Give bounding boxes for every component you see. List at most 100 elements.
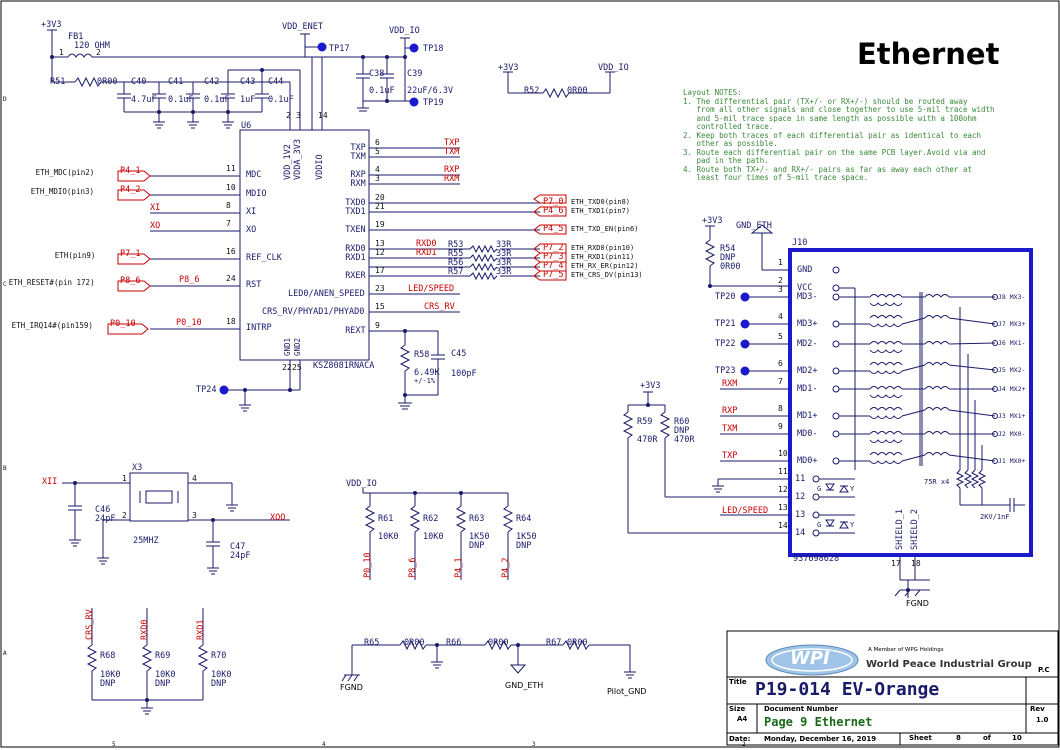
- c42-value: 0.1uF: [204, 95, 230, 105]
- c38-value: 0.1uF: [369, 86, 395, 96]
- u6-pin-name: TXM: [350, 152, 366, 162]
- u6-pin-num: 10: [226, 183, 236, 192]
- r58-value: 6.49K: [414, 368, 440, 378]
- j10-pin-num: 1: [778, 258, 783, 267]
- x3-pin4: 4: [192, 474, 197, 483]
- tp23-label: TP23: [715, 366, 736, 376]
- pullup-value: 10K0: [423, 532, 444, 542]
- offpage-port: P8_6: [120, 276, 141, 286]
- u6-pin-name: TXEN: [345, 225, 366, 235]
- u6-pin-name: VDD_1V2: [283, 144, 293, 180]
- u6-pin-name: XI: [246, 207, 257, 217]
- j10-net-rxm: RXM: [722, 379, 738, 389]
- u6-pin-num: 23: [375, 284, 385, 293]
- pulldown-net: RXD0: [140, 619, 150, 640]
- tb-size-label: Size: [729, 705, 746, 713]
- offpage-port: P7_4: [543, 261, 564, 271]
- r67-ref: R67: [546, 638, 562, 648]
- j10-pin-name: MD2+: [797, 366, 818, 376]
- tp22-label: TP22: [715, 339, 736, 349]
- r67-value: 0R00: [567, 638, 588, 648]
- j10-pin-name: 14: [795, 528, 806, 538]
- tb-pc: P.C: [1038, 666, 1050, 674]
- zone-marker: B: [3, 465, 7, 472]
- u6-pin-name: GND2: [293, 337, 302, 356]
- r52-value: 0R00: [567, 86, 588, 96]
- u6-pin-num: 5: [375, 147, 380, 156]
- r60-ref: R60: [674, 417, 690, 427]
- u6-pin-name: MDC: [246, 170, 262, 180]
- signal-desc: ETH_MDIO(pin3): [30, 187, 95, 196]
- rail-vdd-io-r52-label: VDD_IO: [598, 63, 629, 73]
- u6-pin-name: RXER: [345, 271, 366, 281]
- r54-value: 0R00: [720, 262, 741, 272]
- u6-ref: U6: [241, 121, 252, 131]
- j10-pin-num: 4: [778, 312, 783, 321]
- u6-pin-num: 8: [226, 201, 231, 210]
- xo-net: XOO: [270, 513, 286, 523]
- x3-pin3: 3: [192, 511, 197, 520]
- j10-pin-num: 8: [778, 404, 783, 413]
- signal-desc: ETH_IRQ14#(pin159): [11, 321, 93, 330]
- pulldown-value: 10K0: [100, 670, 121, 680]
- u6-pin-name: VDDA_3V3: [293, 139, 303, 180]
- pullup-net: P4_1: [454, 557, 464, 578]
- wpi-logo: WPI: [790, 648, 830, 669]
- j10-pin-name: MD1-: [797, 384, 818, 394]
- u6-pin-num: 15: [375, 302, 385, 311]
- series-res-value: 33R: [496, 249, 512, 259]
- j10-net-led: LED/SPEED: [722, 506, 769, 516]
- pullup-ref: R64: [516, 514, 532, 524]
- j10-pin-num: 7: [778, 377, 783, 386]
- pilot-gnd-label: Pilot_GND: [607, 687, 647, 696]
- u6-pin-name: TXP: [350, 143, 366, 153]
- j10-right-label: J2 MX0-: [998, 430, 1026, 438]
- offpage-port: P4_6: [543, 206, 564, 216]
- c41-value: 0.1uF: [168, 95, 194, 105]
- u6-pin-num: 17: [375, 266, 385, 275]
- j10-pin-name: MD2-: [797, 339, 818, 349]
- c46-ref: C46: [95, 505, 111, 515]
- zone-marker: A: [3, 650, 7, 657]
- u6-pin-num: 13: [375, 239, 385, 248]
- u6-pin-num: 3: [296, 111, 301, 120]
- u6-pin-name: MDIO: [246, 189, 267, 199]
- net-rxm: RXM: [444, 174, 460, 184]
- offpage-port: P7_3: [543, 252, 564, 262]
- tb-date: Monday, December 16, 2019: [764, 735, 877, 743]
- signal-desc: ETH(pin9): [54, 251, 96, 260]
- port-desc: ETH_RXD0(pin10): [571, 244, 635, 252]
- j10-shield1-pin: 17: [891, 559, 901, 568]
- u6-pin-name: RXP: [350, 170, 366, 180]
- pulldown-value: 10K0: [211, 670, 232, 680]
- j10-pin-num: 10: [778, 449, 788, 458]
- rail-vdd-enet-label: VDD_ENET: [282, 22, 323, 32]
- c47-ref: C47: [230, 542, 246, 552]
- r66-ref: R66: [446, 638, 462, 648]
- j10-shield2-pin: 18: [911, 559, 921, 568]
- u6-pin-num: 20: [375, 193, 385, 202]
- tb-rev: 1.0: [1036, 716, 1049, 724]
- u6-pin-name: RXD1: [345, 253, 366, 263]
- net-rxd1: RXD1: [416, 248, 437, 258]
- u6-pin-num: 6: [375, 138, 380, 147]
- j10-ref: J10: [792, 238, 808, 248]
- j10-led1-y: Y: [850, 485, 855, 493]
- pullup-ref: R61: [378, 514, 394, 524]
- c39-value: 22uF/6.3V: [407, 86, 454, 96]
- x3-pin2: 2: [122, 511, 127, 520]
- series-res-ref: R55: [448, 249, 464, 259]
- net-txm: TXM: [444, 147, 460, 157]
- pullup-net: P8_6: [408, 557, 418, 578]
- pullup-net: P4_2: [501, 557, 511, 578]
- tb-sheet: 8: [956, 734, 961, 742]
- j10-pin-num: 5: [778, 332, 783, 341]
- j10-pin-name: 11: [795, 474, 806, 484]
- j10-pin-name: MD3+: [797, 319, 818, 329]
- tb-title: P19-014 EV-Orange: [755, 679, 940, 700]
- rail-3v3-r52-label: +3V3: [498, 63, 519, 73]
- zone-marker: 5: [112, 741, 116, 748]
- j10-right-label: J1 MX0+: [998, 457, 1026, 465]
- port-desc: ETH_TXD1(pin7): [571, 207, 631, 215]
- net-rxd0: RXD0: [416, 239, 437, 249]
